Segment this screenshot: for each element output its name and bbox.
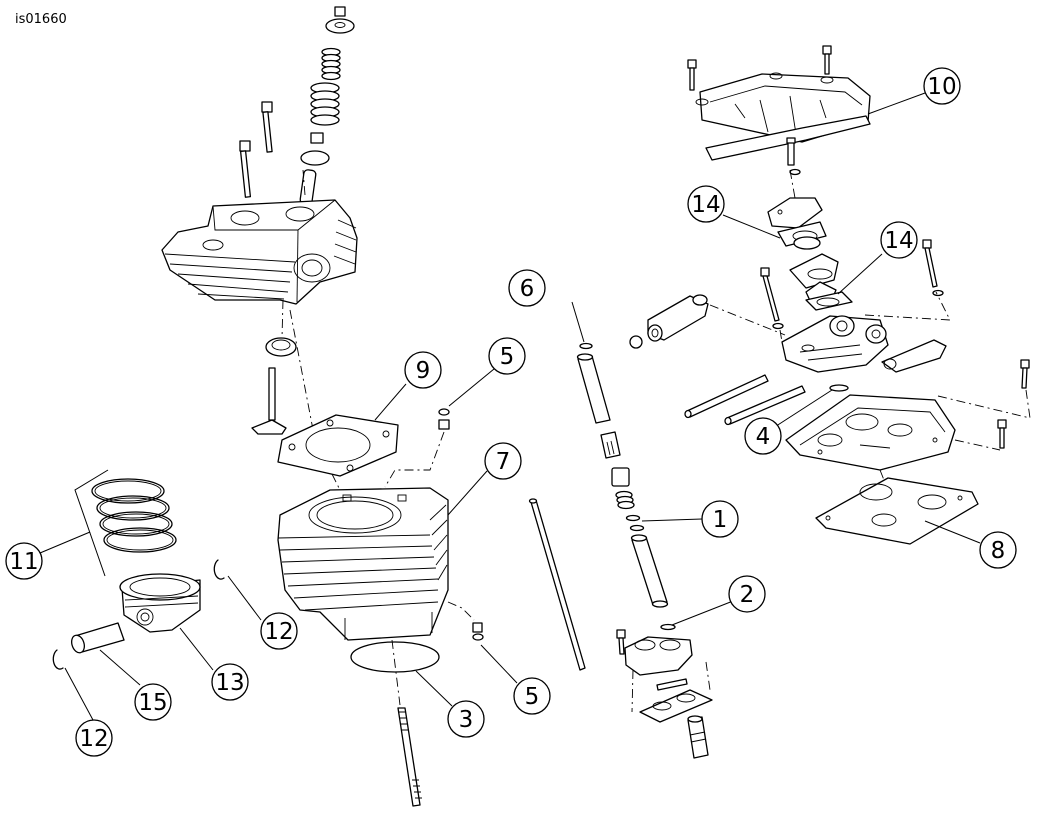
- cylinder-base-o-ring: [350, 641, 440, 673]
- pushrod-cover-spring: [611, 467, 635, 510]
- callout-label: 5: [525, 684, 540, 710]
- callout-5-lower: 5: [513, 677, 551, 715]
- outer-valve-spring: [310, 82, 340, 126]
- pushrod-cover-o-rings: [625, 514, 645, 532]
- callout-6: 6: [508, 269, 546, 307]
- callout-5-upper: 5: [488, 337, 526, 375]
- callout-label: 8: [991, 538, 1006, 564]
- breather-baffle: [789, 253, 839, 289]
- callout-label: 3: [459, 707, 474, 733]
- rocker-housing-gasket: [815, 477, 979, 545]
- piston-pin: [71, 622, 125, 654]
- callout-label: 7: [496, 449, 511, 475]
- head-bolt: [239, 140, 252, 198]
- callout-label: 12: [264, 619, 293, 645]
- piston: [119, 573, 201, 633]
- callout-8: 8: [979, 531, 1017, 569]
- lifter-cover-o-ring: [660, 623, 676, 631]
- callout-label: 10: [927, 74, 956, 100]
- valve-seal: [310, 132, 324, 144]
- callout-label: 6: [520, 276, 535, 302]
- callout-label: 15: [138, 690, 167, 716]
- callout-label: 11: [9, 549, 38, 575]
- head-bolt: [261, 101, 273, 153]
- rocker-shaft: [724, 385, 806, 426]
- breather-cover: [767, 197, 823, 229]
- callout-label: 12: [79, 726, 108, 752]
- rocker-arm-left: [647, 294, 709, 342]
- callout-label: 14: [691, 192, 720, 218]
- rocker-arm-right: [881, 339, 947, 373]
- callout-label: 5: [500, 344, 515, 370]
- figure-reference-code: is01660: [15, 12, 67, 27]
- cylinder: [277, 487, 449, 641]
- rocker-housing-bolt: [997, 419, 1007, 449]
- rocker-housing-bolt: [1020, 359, 1030, 389]
- valve-key: [334, 6, 346, 17]
- rocker-shaft: [684, 374, 769, 419]
- callout-1: 1: [701, 500, 739, 538]
- rocker-support-bolt: [760, 267, 784, 330]
- callout-13: 13: [211, 663, 249, 701]
- rocker-support: [781, 315, 889, 373]
- pushrod-cover-upper: [576, 342, 621, 459]
- rocker-cover-gasket: [705, 115, 871, 176]
- callout-15: 15: [134, 683, 172, 721]
- cylinder-stud: [391, 639, 422, 807]
- rocker-support-bolt: [922, 239, 944, 297]
- callout-10: 10: [923, 67, 961, 105]
- breather-umbrella-valve: [793, 236, 821, 250]
- rocker-cover-bolt: [822, 45, 832, 75]
- hydraulic-lifter: [687, 715, 709, 759]
- callout-label: 9: [416, 358, 431, 384]
- lifter-block: [616, 629, 693, 676]
- dowel-pin: [438, 408, 450, 430]
- callout-3: 3: [447, 700, 485, 738]
- callout-label: 4: [756, 424, 771, 450]
- rocker-housing: [785, 394, 956, 471]
- inner-valve-spring: [321, 47, 341, 81]
- callout-label: 13: [215, 670, 244, 696]
- callout-14-upper: 14: [687, 185, 725, 223]
- lifter-gasket: [639, 689, 713, 723]
- rocker-bushing: [629, 335, 643, 349]
- dowel-pin: [472, 622, 484, 641]
- callout-11: 11: [5, 542, 43, 580]
- callout-label: 2: [740, 582, 755, 608]
- head-gasket: [277, 414, 399, 477]
- callout-14-lower: 14: [880, 221, 918, 259]
- callout-9: 9: [404, 351, 442, 389]
- pushrod: [528, 498, 586, 671]
- callout-4: 4: [744, 417, 782, 455]
- valve-seat-insert: [265, 337, 297, 357]
- callout-12-lower: 12: [75, 719, 113, 757]
- callout-7: 7: [484, 442, 522, 480]
- valve: [251, 367, 287, 435]
- valve-guide: [299, 169, 317, 205]
- pushrod-cover-lower: [630, 534, 669, 608]
- upper-spring-retainer: [325, 18, 355, 34]
- piston-pin-clip: [213, 559, 225, 580]
- rocker-cover-bolt: [687, 59, 697, 91]
- lifter-pin: [656, 678, 688, 691]
- callout-label: 1: [713, 507, 728, 533]
- callout-label: 14: [884, 228, 913, 254]
- callout-2: 2: [728, 575, 766, 613]
- piston-pin-clip: [52, 649, 64, 670]
- cylinder-head: [161, 6, 358, 501]
- lower-spring-seat: [300, 150, 330, 166]
- callout-12-upper: 12: [260, 612, 298, 650]
- piston-rings: [91, 478, 177, 553]
- breather-gasket-lower: [805, 291, 853, 311]
- rocker-housing-o-ring: [829, 384, 849, 392]
